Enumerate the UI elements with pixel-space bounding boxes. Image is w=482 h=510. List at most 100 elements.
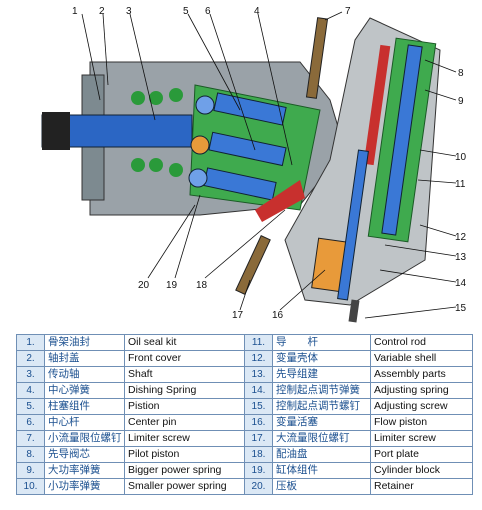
legend-chinese-name: 配油盘 <box>272 446 371 463</box>
bearing-ball <box>131 158 145 172</box>
leader-lines <box>81 11 457 319</box>
legend-english-name: Smaller power spring <box>124 478 245 495</box>
piston <box>208 131 287 167</box>
piston <box>213 92 287 126</box>
callout-number: 8 <box>458 68 464 79</box>
bearing-ball <box>169 163 183 177</box>
legend-chinese-name: 中心弹簧 <box>44 382 125 399</box>
legend-chinese-name: 骨架油封 <box>44 334 125 351</box>
legend-chinese-name: 先导组建 <box>272 366 371 383</box>
callout-number: 1 <box>72 6 78 17</box>
callout-number: 7 <box>345 6 351 17</box>
legend-number: 19. <box>244 462 273 479</box>
callout-number: 5 <box>183 6 189 17</box>
legend-number: 17. <box>244 430 273 447</box>
callout-number: 4 <box>254 6 260 17</box>
legend-chinese-name: 先导阀芯 <box>44 446 125 463</box>
callout-number: 17 <box>232 310 244 321</box>
legend-number: 1. <box>16 334 45 351</box>
callout-number: 13 <box>455 252 467 263</box>
callout-number: 18 <box>196 280 208 291</box>
pump-cross-section-diagram: 1 2 3 5 6 4 7 8 9 10 11 12 13 14 15 16 1… <box>41 6 467 323</box>
legend-number: 6. <box>16 414 45 431</box>
legend-english-name: Assembly parts <box>370 366 473 383</box>
legend-chinese-name: 导 杆 <box>272 334 371 351</box>
callout-number: 3 <box>126 6 132 17</box>
small-flow-limiter-screw <box>305 17 329 99</box>
bearing-ball <box>169 88 183 102</box>
legend-chinese-name: 中心杆 <box>44 414 125 431</box>
legend-number: 8. <box>16 446 45 463</box>
legend-number: 7. <box>16 430 45 447</box>
legend-english-name: Center pin <box>124 414 245 431</box>
legend-chinese-name: 大流量限位螺钉 <box>272 430 371 447</box>
legend-chinese-name: 控制起点调节弹簧 <box>272 382 371 399</box>
legend-number: 20. <box>244 478 273 495</box>
legend-english-name: Limiter screw <box>124 430 245 447</box>
legend-number: 14. <box>244 382 273 399</box>
legend-english-name: Variable shell <box>370 350 473 367</box>
legend-number: 3. <box>16 366 45 383</box>
legend-number: 11. <box>244 334 273 351</box>
legend-chinese-name: 小功率弹簧 <box>44 478 125 495</box>
legend-chinese-name: 传动轴 <box>44 366 125 383</box>
large-flow-limiter-screw <box>235 235 271 295</box>
center-pin-ball <box>195 95 215 115</box>
legend-chinese-name: 变量壳体 <box>272 350 371 367</box>
legend-english-name: Adjusting spring <box>370 382 473 399</box>
legend-chinese-name: 轴封盖 <box>44 350 125 367</box>
legend-english-name: Pilot piston <box>124 446 245 463</box>
legend-english-name: Flow piston <box>370 414 473 431</box>
bearing-ball <box>131 91 145 105</box>
legend-english-name: Control rod <box>370 334 473 351</box>
legend-number: 10. <box>16 478 45 495</box>
callout-number: 2 <box>99 6 105 17</box>
legend-chinese-name: 大功率弹簧 <box>44 462 125 479</box>
callout-number: 14 <box>455 278 467 289</box>
legend-english-name: Limiter screw <box>370 430 473 447</box>
callout-number: 15 <box>455 303 467 314</box>
shaft-spline <box>42 112 70 150</box>
callout-number: 20 <box>138 280 150 291</box>
legend-number: 15. <box>244 398 273 415</box>
legend-english-name: Adjusting screw <box>370 398 473 415</box>
legend-number: 5. <box>16 398 45 415</box>
callout-number: 6 <box>205 6 211 17</box>
center-pin-ball <box>188 168 208 188</box>
legend-english-name: Port plate <box>370 446 473 463</box>
bearing-ball <box>149 158 163 172</box>
legend-english-name: Dishing Spring <box>124 382 245 399</box>
legend-chinese-name: 缸体组件 <box>272 462 371 479</box>
port-plate <box>255 180 305 222</box>
legend-english-name: Pistion <box>124 398 245 415</box>
legend-chinese-name: 小流量限位螺钉 <box>44 430 125 447</box>
callout-number: 11 <box>455 179 466 190</box>
legend-chinese-name: 压板 <box>272 478 371 495</box>
power-spring <box>381 44 423 236</box>
callout-number: 10 <box>455 152 467 163</box>
callout-number: 16 <box>272 310 284 321</box>
center-pin-ball <box>190 135 210 155</box>
legend-number: 12. <box>244 350 273 367</box>
legend-english-name: Front cover <box>124 350 245 367</box>
legend-english-name: Cylinder block <box>370 462 473 479</box>
control-rod <box>337 149 369 301</box>
legend-english-name: Retainer <box>370 478 473 495</box>
legend-number: 13. <box>244 366 273 383</box>
bearing-ball <box>149 91 163 105</box>
legend-english-name: Oil seal kit <box>124 334 245 351</box>
legend-number: 16. <box>244 414 273 431</box>
legend-english-name: Shaft <box>124 366 245 383</box>
legend-number: 9. <box>16 462 45 479</box>
